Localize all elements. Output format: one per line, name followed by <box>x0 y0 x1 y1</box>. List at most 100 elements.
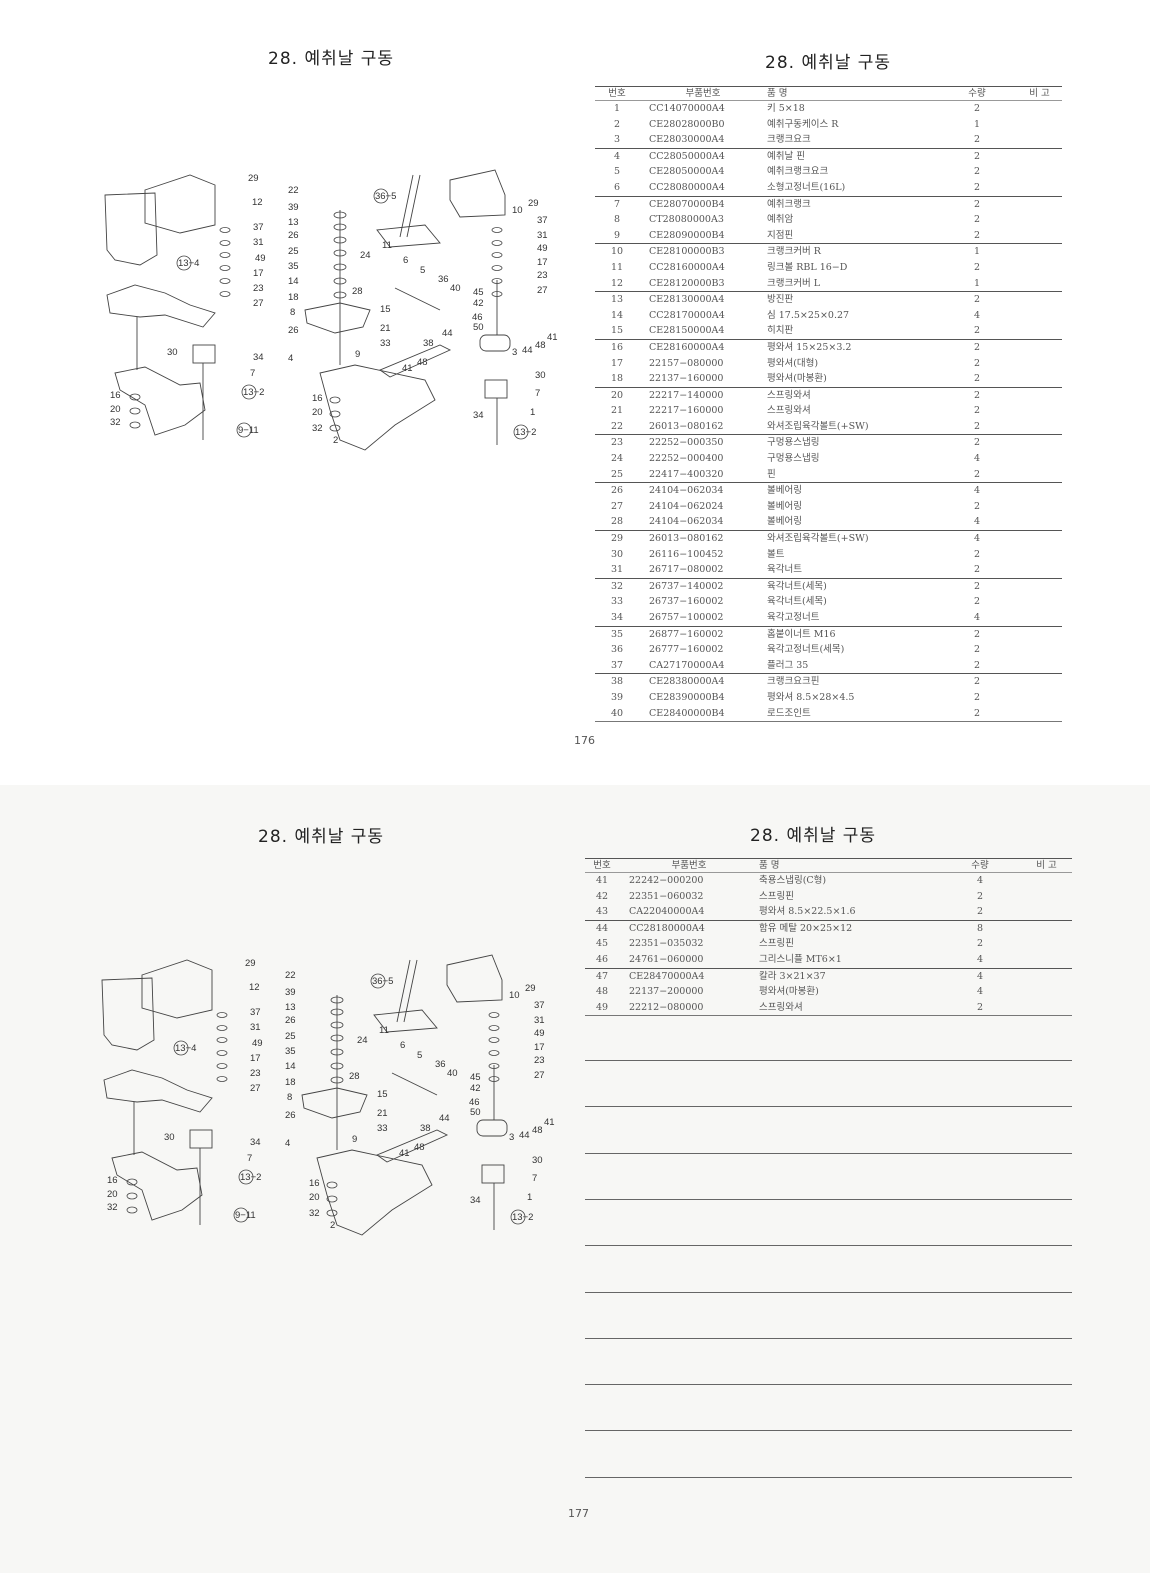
cell-qty: 2 <box>973 373 981 385</box>
empty-row-line <box>585 1152 1072 1154</box>
callout-label: 48 <box>532 1125 543 1136</box>
cell-part: 26877−160002 <box>649 628 724 640</box>
callout-label: 32 <box>309 1208 320 1219</box>
callout-label: 42 <box>470 1083 481 1094</box>
callout-label: 17 <box>250 1053 261 1064</box>
page-title-177-right: 28. 예취날 구동 <box>750 826 877 846</box>
callout-label: 12 <box>249 982 260 993</box>
cell-part: 22252−000350 <box>649 437 724 449</box>
header-part: 부품번호 <box>685 88 721 99</box>
callout-circle <box>241 384 257 400</box>
cell-name: 육각너트(세목) <box>767 580 827 592</box>
cell-no: 34 <box>610 612 624 623</box>
cell-part: CC14070000A4 <box>649 103 725 114</box>
callout-label: 31 <box>537 230 548 241</box>
callout-label: 45 <box>473 287 484 298</box>
cell-part: 22351−035032 <box>629 938 704 950</box>
crank-cover-right <box>449 169 506 218</box>
callout-label: 17 <box>534 1042 545 1053</box>
cell-name: 스프링핀 <box>759 938 794 950</box>
cell-no: 17 <box>610 357 624 369</box>
header-remark: 비 고 <box>1036 860 1057 871</box>
callout-label: 49 <box>252 1038 263 1049</box>
cell-part: 26737−140002 <box>649 580 724 592</box>
callout-label: 8 <box>290 307 295 318</box>
cell-qty: 2 <box>973 580 981 592</box>
cell-part: 22212−080000 <box>629 1001 704 1013</box>
callout-label: 20 <box>110 404 121 415</box>
cell-no: 27 <box>610 500 624 512</box>
empty-row-line <box>585 1476 1072 1478</box>
cell-no: 42 <box>595 890 609 902</box>
cell-no: 11 <box>610 261 624 273</box>
cell-name: 평와셔 8.5×28×4.5 <box>767 691 855 703</box>
cell-part: CC28050000A4 <box>649 150 725 162</box>
cell-part: CE28100000B3 <box>649 246 725 258</box>
cell-name: 지점핀 <box>767 229 794 241</box>
callout-label: 13 <box>288 217 299 228</box>
cell-qty: 2 <box>976 906 984 918</box>
cell-name: 스프링와셔 <box>759 1001 803 1013</box>
cell-qty: 2 <box>973 405 981 417</box>
callout-label: 30 <box>167 347 178 358</box>
cell-name: 평와셔 8.5×22.5×1.6 <box>759 906 856 918</box>
cell-part: 26777−160002 <box>649 644 724 656</box>
callout-label: 10 <box>512 205 523 216</box>
callout-label: 4 <box>288 353 293 364</box>
rod <box>391 1072 438 1096</box>
callout-label: 48 <box>414 1142 425 1153</box>
callout-label: 29 <box>248 173 259 184</box>
crank-block <box>192 344 216 364</box>
header-no: 번호 <box>593 860 611 871</box>
empty-row-line <box>585 1198 1072 1200</box>
callout-label: 40 <box>450 283 461 294</box>
cell-name: 홈붙이너트 M16 <box>767 628 836 640</box>
callout-circle <box>176 255 192 271</box>
callout-label: 10 <box>509 990 520 1001</box>
cell-name: 볼베어링 <box>767 516 802 528</box>
cell-name: 소형고정너트(16L) <box>767 181 846 193</box>
cell-qty: 8 <box>976 922 984 934</box>
cell-no: 21 <box>610 405 624 417</box>
crank-case-housing <box>101 977 155 1051</box>
callout-label: 14 <box>288 276 299 287</box>
cell-no: 48 <box>595 986 609 998</box>
callout-label: 16 <box>107 1175 118 1186</box>
cell-qty: 2 <box>976 938 984 950</box>
callout-label: 11 <box>379 1025 389 1036</box>
callout-label: 32 <box>312 423 323 434</box>
callout-label: 34 <box>473 410 484 421</box>
crank-cover-left <box>144 174 216 234</box>
cell-qty: 1 <box>973 118 981 130</box>
callout-label: 26 <box>288 230 299 241</box>
cell-no: 44 <box>595 922 609 934</box>
cell-name: 크랭크커버 R <box>767 246 821 258</box>
cell-name: 육각고정너트(세목) <box>767 644 845 656</box>
empty-row-line <box>585 1430 1072 1432</box>
callout-label: 30 <box>532 1155 543 1166</box>
callout-label: 21 <box>380 323 391 334</box>
callout-label: 35 <box>288 261 299 272</box>
callout-label: 37 <box>250 1007 261 1018</box>
callout-label: 14 <box>285 1061 296 1072</box>
callout-label: 22 <box>285 970 296 981</box>
cell-qty: 4 <box>976 986 984 998</box>
cell-name: 육각너트(세목) <box>767 596 827 608</box>
callout-label: 49 <box>255 253 266 264</box>
crank-cover-left <box>141 959 213 1019</box>
page-title-177-left: 28. 예취날 구동 <box>258 827 385 847</box>
cell-qty: 2 <box>973 166 981 178</box>
callout-label: 44 <box>439 1113 450 1124</box>
callout-label: 20 <box>309 1192 320 1203</box>
callout-label: 2 <box>330 1220 335 1231</box>
